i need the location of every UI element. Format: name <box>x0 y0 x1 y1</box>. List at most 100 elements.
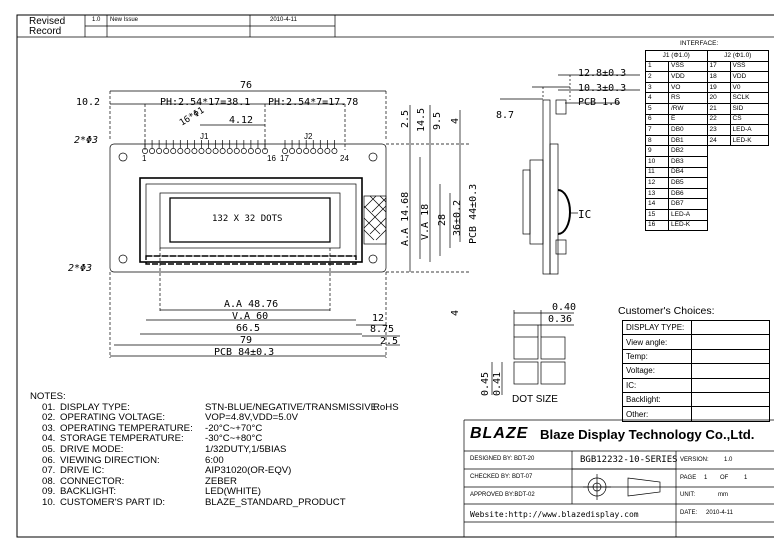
interface-cell: VDD <box>729 71 769 83</box>
side-dim-10-3: 10.3±0.3 <box>578 83 627 94</box>
connector-pin <box>255 148 261 154</box>
connector-pin <box>198 148 205 154</box>
side-view <box>500 74 640 275</box>
website: Website:http://www.blazedisplay.com <box>470 510 639 519</box>
interface-cell <box>707 209 730 220</box>
connector-pin <box>205 148 212 154</box>
dim-4-12: 4.12 <box>229 115 254 126</box>
page-of: OF <box>720 475 729 481</box>
dim-79: 79 <box>240 335 253 346</box>
page-total: 1 <box>744 475 748 481</box>
choice-row: DISPLAY TYPE: <box>622 319 770 336</box>
choice-label: IC: <box>622 377 692 393</box>
interface-cell: 18 <box>706 71 731 83</box>
dot-dim-0-36: 0.36 <box>548 314 573 325</box>
pcb-outline <box>109 143 387 273</box>
interface-cell: 13 <box>645 187 669 200</box>
model-number: BGB12232-10-SERIES <box>580 455 678 465</box>
side-dim-pcb: PCB 1.6 <box>578 97 621 108</box>
interface-cell <box>707 146 730 157</box>
dim-aa-width: A.A 48.76 <box>224 299 279 310</box>
choice-value[interactable] <box>691 319 770 336</box>
dim-pcb-height: PCB 44±0.3 <box>468 183 479 244</box>
interface-cell: 15 <box>645 208 669 221</box>
choice-value[interactable] <box>691 406 770 422</box>
dim-2-5-top: 2.5 <box>400 109 411 128</box>
note-item: 07.DRIVE IC:AIP31020(OR-EQV) <box>30 466 291 477</box>
connector-pin <box>226 148 233 154</box>
note-value: -20°C~+70°C <box>205 422 263 434</box>
interface-cell: 11 <box>645 166 669 179</box>
choice-value[interactable] <box>691 363 770 379</box>
date-value: 2010-4-11 <box>706 510 733 516</box>
interface-cell: DB3 <box>668 155 708 168</box>
interface-cell: VO <box>668 81 708 94</box>
note-num: 04. <box>42 433 56 445</box>
interface-cell: 7 <box>645 124 669 136</box>
note-value: LED(WHITE) <box>205 486 261 498</box>
dim-2-5-bottom: 2.5 <box>380 336 399 347</box>
j1-pin-row <box>142 140 268 154</box>
choice-row: Other: <box>622 406 770 422</box>
note-label: STORAGE TEMPERATURE: <box>60 433 184 445</box>
note-item: 03.OPERATING TEMPERATURE:-20°C~+70°C <box>30 423 262 435</box>
interface-cell <box>707 156 730 167</box>
connector-pin <box>296 148 303 154</box>
company-logo: BLAZE <box>470 425 529 442</box>
interface-cell: DB4 <box>668 166 708 179</box>
interface-cell: 4 <box>645 92 669 104</box>
bezel-outer <box>139 177 363 263</box>
note-item: 08.CONNECTOR:ZEBER <box>30 476 237 488</box>
connector-pin <box>317 148 324 154</box>
notes-title: NOTES: <box>30 391 66 402</box>
connector-pin <box>212 148 219 154</box>
revision-label: Revised Record <box>29 16 66 37</box>
note-value: ZEBER <box>205 475 237 487</box>
unit-label: UNIT: <box>680 492 695 498</box>
dim-8-75: 8.75 <box>370 324 395 335</box>
interface-cell: 3 <box>645 81 669 94</box>
dim-4-top: 4 <box>450 117 461 124</box>
active-area <box>169 197 331 243</box>
mount-hole-bottom-left <box>118 254 128 264</box>
choice-value[interactable] <box>691 334 770 350</box>
sheet-border <box>16 14 774 538</box>
note-value: 1/32DUTY,1/5BIAS <box>205 443 287 455</box>
connector-pin <box>240 148 247 154</box>
interface-cell: 23 <box>706 124 731 136</box>
interface-cell: 5 <box>645 102 669 115</box>
interface-cell: 16 <box>645 219 669 232</box>
mount-hole-top-right <box>368 152 378 162</box>
note-item: 10.CUSTOMER'S PART ID:BLAZE_STANDARD_PRO… <box>30 497 346 509</box>
interface-cell <box>707 220 730 231</box>
company-name: Blaze Display Technology Co.,Ltd. <box>540 427 755 442</box>
interface-cell: LED-A <box>668 208 708 221</box>
choice-value[interactable] <box>691 391 770 408</box>
version-value: 1.0 <box>724 457 733 463</box>
page-number: 1 <box>704 475 708 481</box>
note-value: BLAZE_STANDARD_PRODUCT <box>205 496 346 508</box>
label-j2: J2 <box>304 132 313 141</box>
dim-9-5: 9.5 <box>432 111 443 130</box>
interface-cell: DB2 <box>668 145 708 157</box>
approved-by: APPROVED BY:BDT-02 <box>470 492 535 498</box>
interface-cell: 21 <box>706 102 731 115</box>
designed-by: DESIGNED BY: BDT-20 <box>470 456 535 462</box>
interface-cell: DB7 <box>668 198 708 210</box>
note-label: CONNECTOR: <box>60 475 125 487</box>
choice-value[interactable] <box>691 348 770 365</box>
connector-pin <box>184 148 191 154</box>
note-num: 05. <box>42 443 56 455</box>
note-item: 02.OPERATING VOLTAGE:VOP=4.8V,VDD=5.0V <box>30 413 298 424</box>
dim-4-bottom: 4 <box>450 309 461 316</box>
dim-12: 12 <box>372 313 385 324</box>
note-item: 05.DRIVE MODE:1/32DUTY,1/5BIAS <box>30 443 286 456</box>
interface-cell: VSS <box>729 60 769 73</box>
choice-value[interactable] <box>691 377 770 393</box>
interface-cell: /RW <box>668 102 708 115</box>
note-num: 09. <box>42 486 56 498</box>
